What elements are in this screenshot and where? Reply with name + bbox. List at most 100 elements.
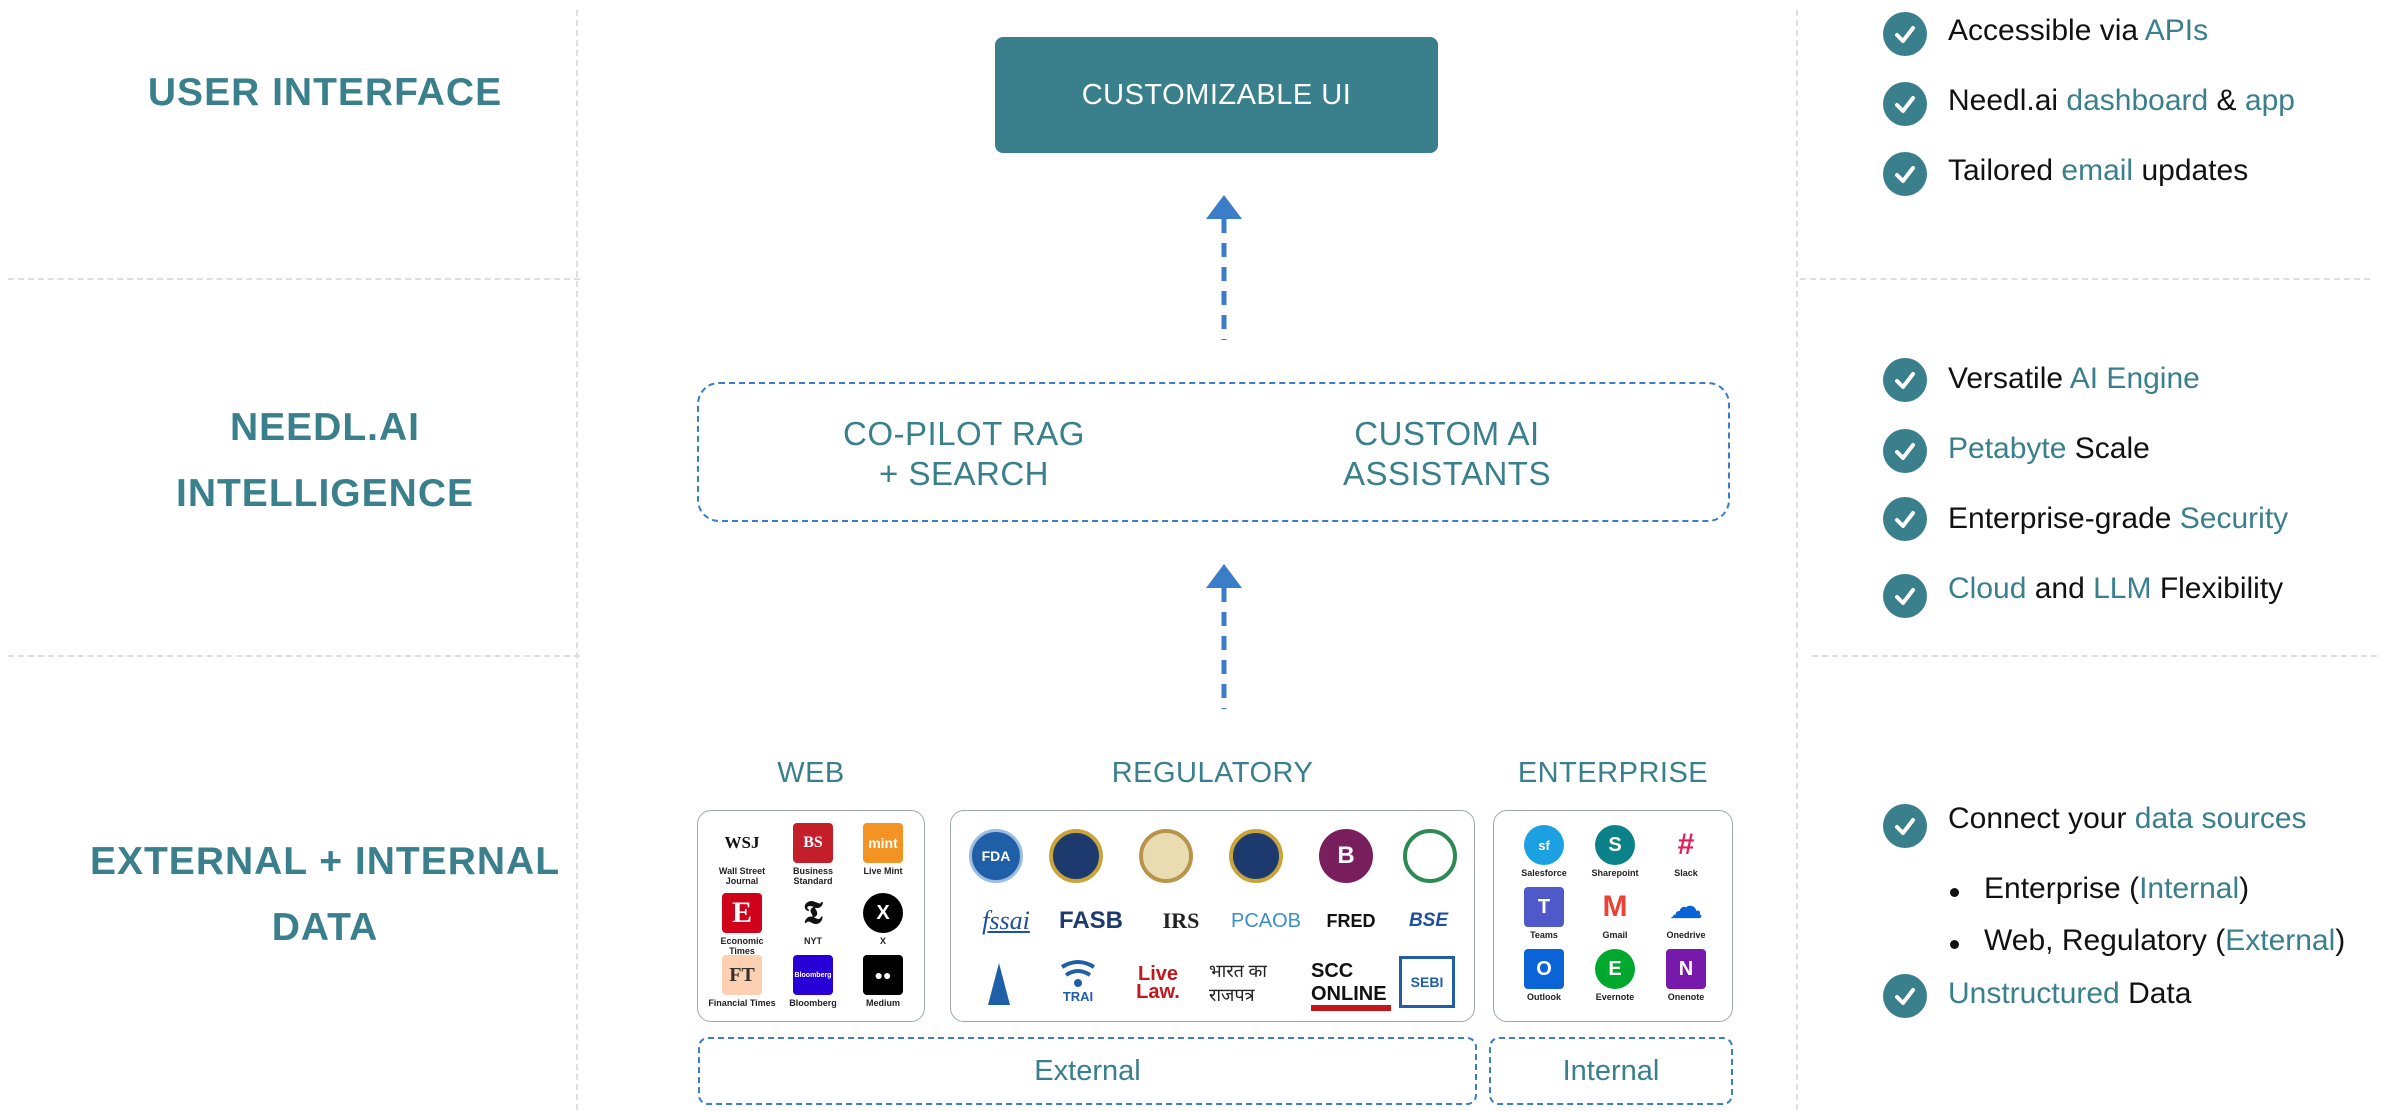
business-standard-logo: BS Business Standard	[778, 823, 848, 886]
green-seal-icon	[1403, 829, 1457, 883]
bullet-web-regulatory: Web, Regulatory (External)	[1984, 924, 2345, 958]
check-icon	[1883, 497, 1927, 541]
wsj-logo: WSJ Wall Street Journal	[707, 823, 777, 886]
nyt-icon: 𝕿	[803, 894, 823, 930]
financial-times-icon: FT	[722, 955, 762, 995]
trai-caption: TRAI	[1062, 988, 1094, 1004]
salesforce-icon: sf	[1524, 825, 1564, 865]
irs-logo: IRS	[1162, 908, 1200, 933]
bloomberg-caption: Bloomberg	[789, 998, 837, 1008]
wsj-caption: Wall Street Journal	[718, 866, 766, 886]
feature-highlight: dashboard	[2066, 84, 2209, 117]
rbi-seal-icon	[1139, 829, 1193, 883]
divider-left	[576, 10, 578, 1110]
economic-times-icon: E	[722, 893, 762, 933]
arrow-up-to-intelligence	[1206, 564, 1242, 709]
teams-icon: T	[1524, 887, 1564, 927]
medium-icon: ●●	[863, 955, 903, 995]
customizable-ui-label: CUSTOMIZABLE UI	[1081, 78, 1352, 111]
feature-highlight: External	[2225, 924, 2336, 957]
fssai-logo: fssai	[982, 906, 1030, 935]
eagle-seal-icon	[1049, 829, 1103, 883]
feature-text: Enterprise (	[1984, 872, 2140, 905]
feature-highlight: Security	[2179, 502, 2289, 535]
copilot-line2: + SEARCH	[879, 455, 1049, 492]
check-icon	[1883, 358, 1927, 402]
divider-right	[1796, 10, 1798, 1110]
slack-logo: # Slack	[1651, 825, 1721, 878]
bullet-enterprise: Enterprise (Internal)	[1984, 872, 2249, 906]
evernote-icon: E	[1595, 949, 1635, 989]
bloomberg-icon: Bloomberg	[793, 955, 833, 995]
outlook-logo: O Outlook	[1509, 949, 1579, 1002]
feature-text: Web, Regulatory (	[1984, 924, 2226, 957]
x-caption: X	[879, 936, 886, 946]
sharepoint-caption: Sharepoint	[1591, 868, 1639, 878]
feature-petabyte: Petabyte Scale	[1948, 432, 2150, 466]
enterprise-sources-panel: sf Salesforce S Sharepoint # Slack T Tea…	[1493, 810, 1733, 1022]
feature-text: Connect your	[1948, 802, 2135, 835]
feature-text: Versatile	[1948, 362, 2070, 395]
internal-label: Internal	[1562, 1054, 1660, 1087]
feature-email: Tailored email updates	[1948, 154, 2248, 188]
feature-highlight: data sources	[2134, 802, 2307, 835]
customizable-ui-box: CUSTOMIZABLE UI	[995, 37, 1438, 153]
onedrive-caption: Onedrive	[1666, 930, 1706, 940]
check-icon	[1883, 429, 1927, 473]
regulatory-sources-panel: FDA B fssai FASB IRS PCAOB FRED BSE TRAI…	[950, 810, 1475, 1022]
row-title-user-interface: USER INTERFACE	[147, 71, 503, 114]
bullet-dot	[1950, 888, 1959, 897]
enterprise-title: ENTERPRISE	[1517, 757, 1709, 789]
x-logo: X X	[848, 893, 918, 946]
check-icon	[1883, 12, 1927, 56]
sec-seal-icon	[1229, 829, 1283, 883]
wsj-icon: WSJ	[724, 833, 760, 852]
feature-highlight: Internal	[2139, 872, 2240, 905]
financial-times-logo: FT Financial Times	[707, 955, 777, 1008]
feature-text: Needl.ai	[1948, 84, 2067, 117]
feature-text: Accessible via	[1948, 14, 2145, 47]
feature-text: and	[2026, 572, 2094, 605]
feature-highlight: AI Engine	[2069, 362, 2200, 395]
check-icon	[1883, 152, 1927, 196]
salesforce-logo: sf Salesforce	[1509, 825, 1579, 878]
fda-seal-icon: FDA	[969, 829, 1023, 883]
divider-row1	[8, 278, 580, 280]
medium-logo: ●● Medium	[848, 955, 918, 1008]
onenote-caption: Onenote	[1667, 992, 1705, 1002]
outlook-icon: O	[1524, 949, 1564, 989]
feature-text: )	[2335, 924, 2346, 957]
nyt-logo: 𝕿 NYT	[778, 893, 848, 946]
feature-highlight: Petabyte	[1948, 432, 2067, 465]
feature-text: Flexibility	[2151, 572, 2284, 605]
sharepoint-logo: S Sharepoint	[1580, 825, 1650, 878]
live-mint-icon: mint	[863, 823, 903, 863]
feature-highlight: Cloud	[1948, 572, 2027, 605]
row-title-intelligence-line1: NEEDL.AI	[229, 406, 420, 449]
feature-dashboard: Needl.ai dashboard & app	[1948, 84, 2295, 118]
teams-caption: Teams	[1530, 930, 1558, 940]
internal-sources-box: Internal	[1489, 1037, 1733, 1105]
onenote-logo: N Onenote	[1651, 949, 1721, 1002]
fda-logo: FDA	[969, 829, 1023, 883]
regulatory-title: REGULATORY	[1111, 757, 1314, 789]
feature-highlight: app	[2244, 84, 2295, 117]
b-seal-icon: B	[1319, 829, 1373, 883]
feature-highlight: email	[2061, 154, 2134, 187]
feature-text: &	[2208, 84, 2245, 117]
onedrive-icon: ☁	[1669, 888, 1703, 926]
evernote-caption: Evernote	[1595, 992, 1635, 1002]
feature-text: )	[2239, 872, 2250, 905]
gmail-logo: M Gmail	[1580, 887, 1650, 940]
feature-unstructured: Unstructured Data	[1948, 977, 2191, 1011]
feature-highlight: LLM	[2093, 572, 2152, 605]
feature-highlight: APIs	[2144, 14, 2209, 47]
divider-row2	[8, 655, 580, 657]
custom-ai-assistants: CUSTOM AI ASSISTANTS	[1287, 414, 1607, 494]
fred-logo: FRED	[1326, 910, 1376, 931]
x-icon: X	[863, 893, 903, 933]
nyt-caption: NYT	[804, 936, 822, 946]
feature-text: Tailored	[1948, 154, 2062, 187]
live-mint-caption: Live Mint	[863, 866, 903, 876]
irda-icon	[988, 963, 1010, 1005]
